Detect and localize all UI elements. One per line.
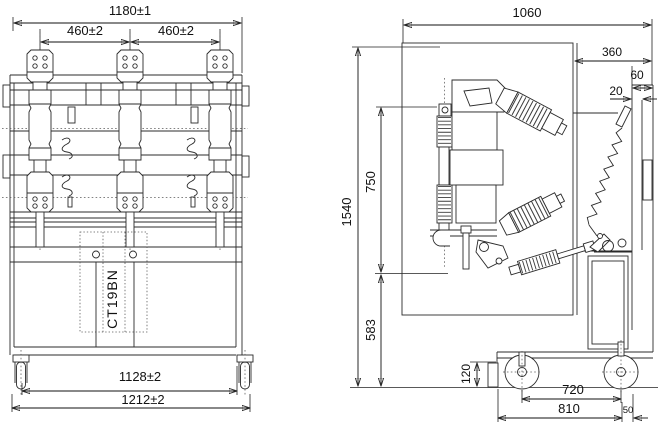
side-right-dimensions: 360 60 20	[575, 45, 657, 99]
operating-linkage	[430, 225, 632, 276]
trolley-base	[487, 340, 653, 393]
caster-left	[12, 349, 30, 396]
mechanism-cabinet: CT19BN	[14, 231, 236, 356]
dim-lower-height-label: 583	[363, 319, 378, 341]
dim-rear-gap-label: 20	[609, 84, 623, 98]
insulated-pull-rod	[508, 240, 597, 276]
front-bottom-dimensions: 1128±2 1212±2	[11, 366, 251, 412]
pole-front-left	[26, 29, 54, 251]
flexible-connector-symbols	[61, 137, 198, 208]
dim-rear-depth-label: 360	[602, 45, 622, 59]
dim-base-depth-label: 810	[558, 401, 580, 416]
front-top-dimensions: 1180±1 460±2 460±2	[12, 3, 243, 73]
dim-total-depth-label: 1060	[513, 5, 542, 20]
dim-total-width-label: 1180±1	[109, 3, 151, 18]
dim-mounting-span-label: 1128±2	[119, 369, 161, 384]
rear-panel	[631, 84, 654, 352]
upper-bushing	[495, 87, 568, 137]
dim-total-height-label: 1540	[339, 198, 354, 227]
caster-right	[236, 349, 254, 396]
opening-spring	[586, 105, 632, 237]
dim-rear-overhang-label: 50	[623, 405, 634, 416]
mechanism-housing	[587, 255, 629, 350]
side-frame	[401, 42, 632, 316]
dim-rear-flange-label: 60	[630, 68, 644, 82]
model-label: CT19BN	[104, 269, 120, 329]
pole-side-assembly	[436, 78, 568, 268]
pivot-dot	[602, 240, 614, 252]
side-top-dimensions: 1060	[402, 5, 653, 85]
lower-bushing	[498, 192, 566, 236]
pole-front-middle	[116, 29, 144, 251]
pole-front-right	[206, 29, 234, 251]
dim-wheel-height-label: 120	[459, 364, 473, 384]
side-bottom-dimensions: 120 720 810 50	[459, 361, 648, 422]
dim-pole-spacing-right-label: 460±2	[158, 23, 194, 38]
dim-pole-spacing-left-label: 460±2	[67, 23, 103, 38]
side-left-dimensions: 1540 750 583	[339, 46, 658, 388]
wheel-rear	[602, 340, 640, 393]
dim-base-width-label: 1212±2	[121, 392, 164, 407]
side-view: 1060 1540 750 583	[339, 5, 658, 422]
wheel-front	[503, 351, 541, 393]
dim-wheel-spacing-label: 720	[562, 382, 584, 397]
front-view: 1180±1 460±2 460±2	[2, 3, 254, 412]
nameplate-mark	[463, 87, 493, 107]
dim-upper-height-label: 750	[363, 171, 378, 193]
